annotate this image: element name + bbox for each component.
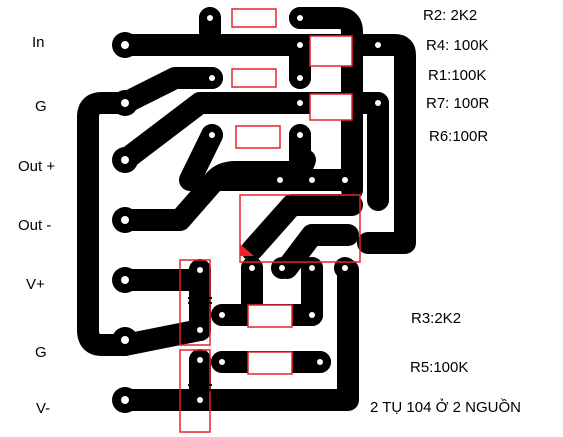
trace-top-loop (289, 7, 363, 201)
trace-ic-link (241, 194, 363, 261)
pin-label-v-minus: V- (36, 400, 51, 417)
label-r7: R7: 100R (426, 95, 490, 112)
copper-traces (77, 7, 416, 411)
resistor-r1-outline (231, 68, 277, 88)
label-r4: R4: 100K (426, 37, 489, 54)
resistor-r2-outline (231, 8, 277, 28)
component-outlines (179, 8, 361, 433)
trace-g-main (77, 92, 136, 356)
trace-g-diag (114, 67, 223, 114)
label-r5: R5:100K (410, 359, 469, 376)
label-r6: R6:100R (429, 128, 489, 145)
capacitor-symbols (188, 297, 212, 391)
ic-pin1-marker (240, 244, 254, 256)
resistor-r4-outline (309, 35, 353, 67)
note-capacitors: 2 TỤ 104 Ở 2 NGUỒN (370, 399, 521, 416)
label-r1: R1:100K (428, 67, 487, 84)
label-r3: R3:2K2 (411, 310, 462, 327)
pin-label-in: In (32, 34, 45, 51)
resistor-r5-outline (247, 351, 293, 375)
pin-label-out-minus: Out - (18, 217, 52, 234)
pin-label-g2: G (35, 344, 47, 361)
trace-ic-link2 (276, 224, 359, 279)
pads (112, 7, 389, 413)
label-r2: R2: 2K2 (423, 7, 478, 24)
trace-out-plus (114, 92, 311, 171)
trace-right-column (357, 34, 416, 254)
pin-label-g1: G (35, 98, 47, 115)
resistor-r6-outline (235, 125, 281, 149)
resistor-r3-outline (247, 304, 293, 328)
resistor-r7-outline (309, 93, 353, 121)
ic-outline (239, 194, 361, 263)
pin-label-v-plus: V+ (26, 276, 45, 293)
pad-holes (121, 15, 381, 404)
pin-label-out-plus: Out + (18, 158, 56, 175)
